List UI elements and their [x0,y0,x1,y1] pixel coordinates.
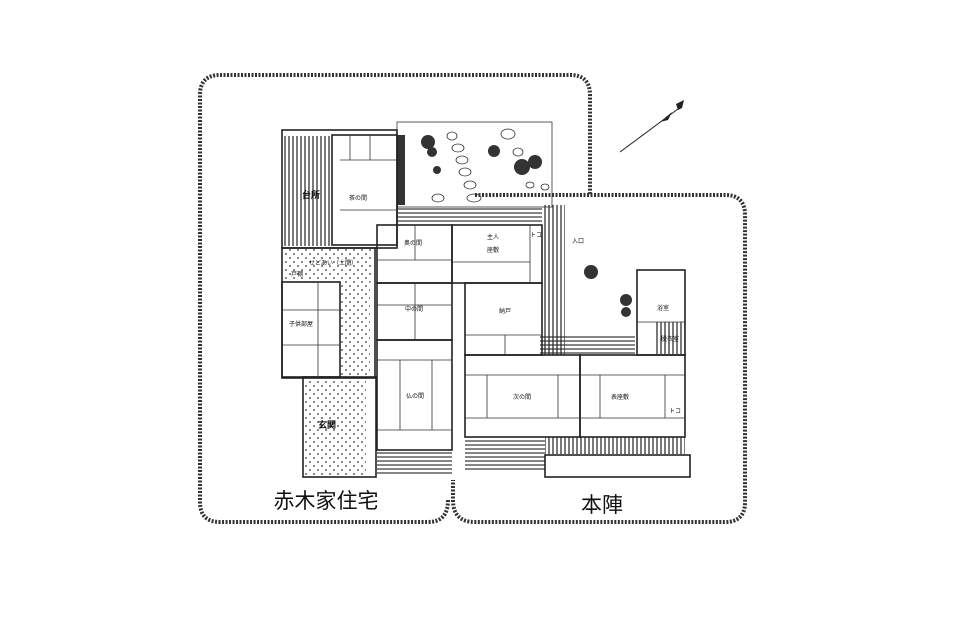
room-label-toko-1: トコ [530,232,542,239]
room-label-butsu: 仏の間 [406,393,424,400]
corridor-dotted [340,282,370,377]
kitchen-floor [282,136,332,246]
garden-wall [397,135,405,205]
room-label-todana: 戸棚 [291,270,303,278]
entrance-passage [543,205,565,355]
veranda-south-left [377,451,452,476]
zone-outline-honjin [451,193,747,524]
room-label-shujin-top: 主人 [487,233,499,241]
room-label-toko-2: トコ [669,408,681,415]
north-arrow-icon [619,100,684,153]
zone-label-akagi: 赤木家住宅 [274,489,379,513]
zone-outline-akagi [198,73,592,524]
veranda-south-mid [465,437,545,472]
garden-trees [421,135,632,317]
room-label-chanoma: 茶の間 [349,194,367,202]
room-label-sedoai: せどあい（土間） [309,259,357,267]
genkan-floor [303,377,366,477]
zone-label-honjin: 本陣 [581,493,623,517]
sedoai-floor [283,247,373,282]
room-label-genkan: 玄関 [318,419,336,431]
veranda-north [397,208,542,224]
walls [281,129,691,478]
room-label-kitchen: 台所 [302,189,320,201]
room-label-naka: 中の間 [405,305,423,313]
room-label-datsui: 脱衣室 [661,335,679,343]
garden-stones [431,128,550,203]
room-label-iriguchi: 入口 [572,238,584,245]
veranda-south-right [545,437,685,454]
room-label-tsugi: 次の間 [513,393,531,401]
tatami-lines [282,135,685,431]
room-label-shujin-bottom: 座敷 [487,246,499,254]
room-label-nando: 納戸 [499,307,511,315]
datsui-floor [655,322,685,354]
room-label-oku: 奥の間 [404,239,422,247]
room-label-omote: 表座敷 [611,393,629,401]
room-label-kodomo: 子供部屋 [289,320,313,328]
room-label-yoku: 浴室 [657,304,669,312]
